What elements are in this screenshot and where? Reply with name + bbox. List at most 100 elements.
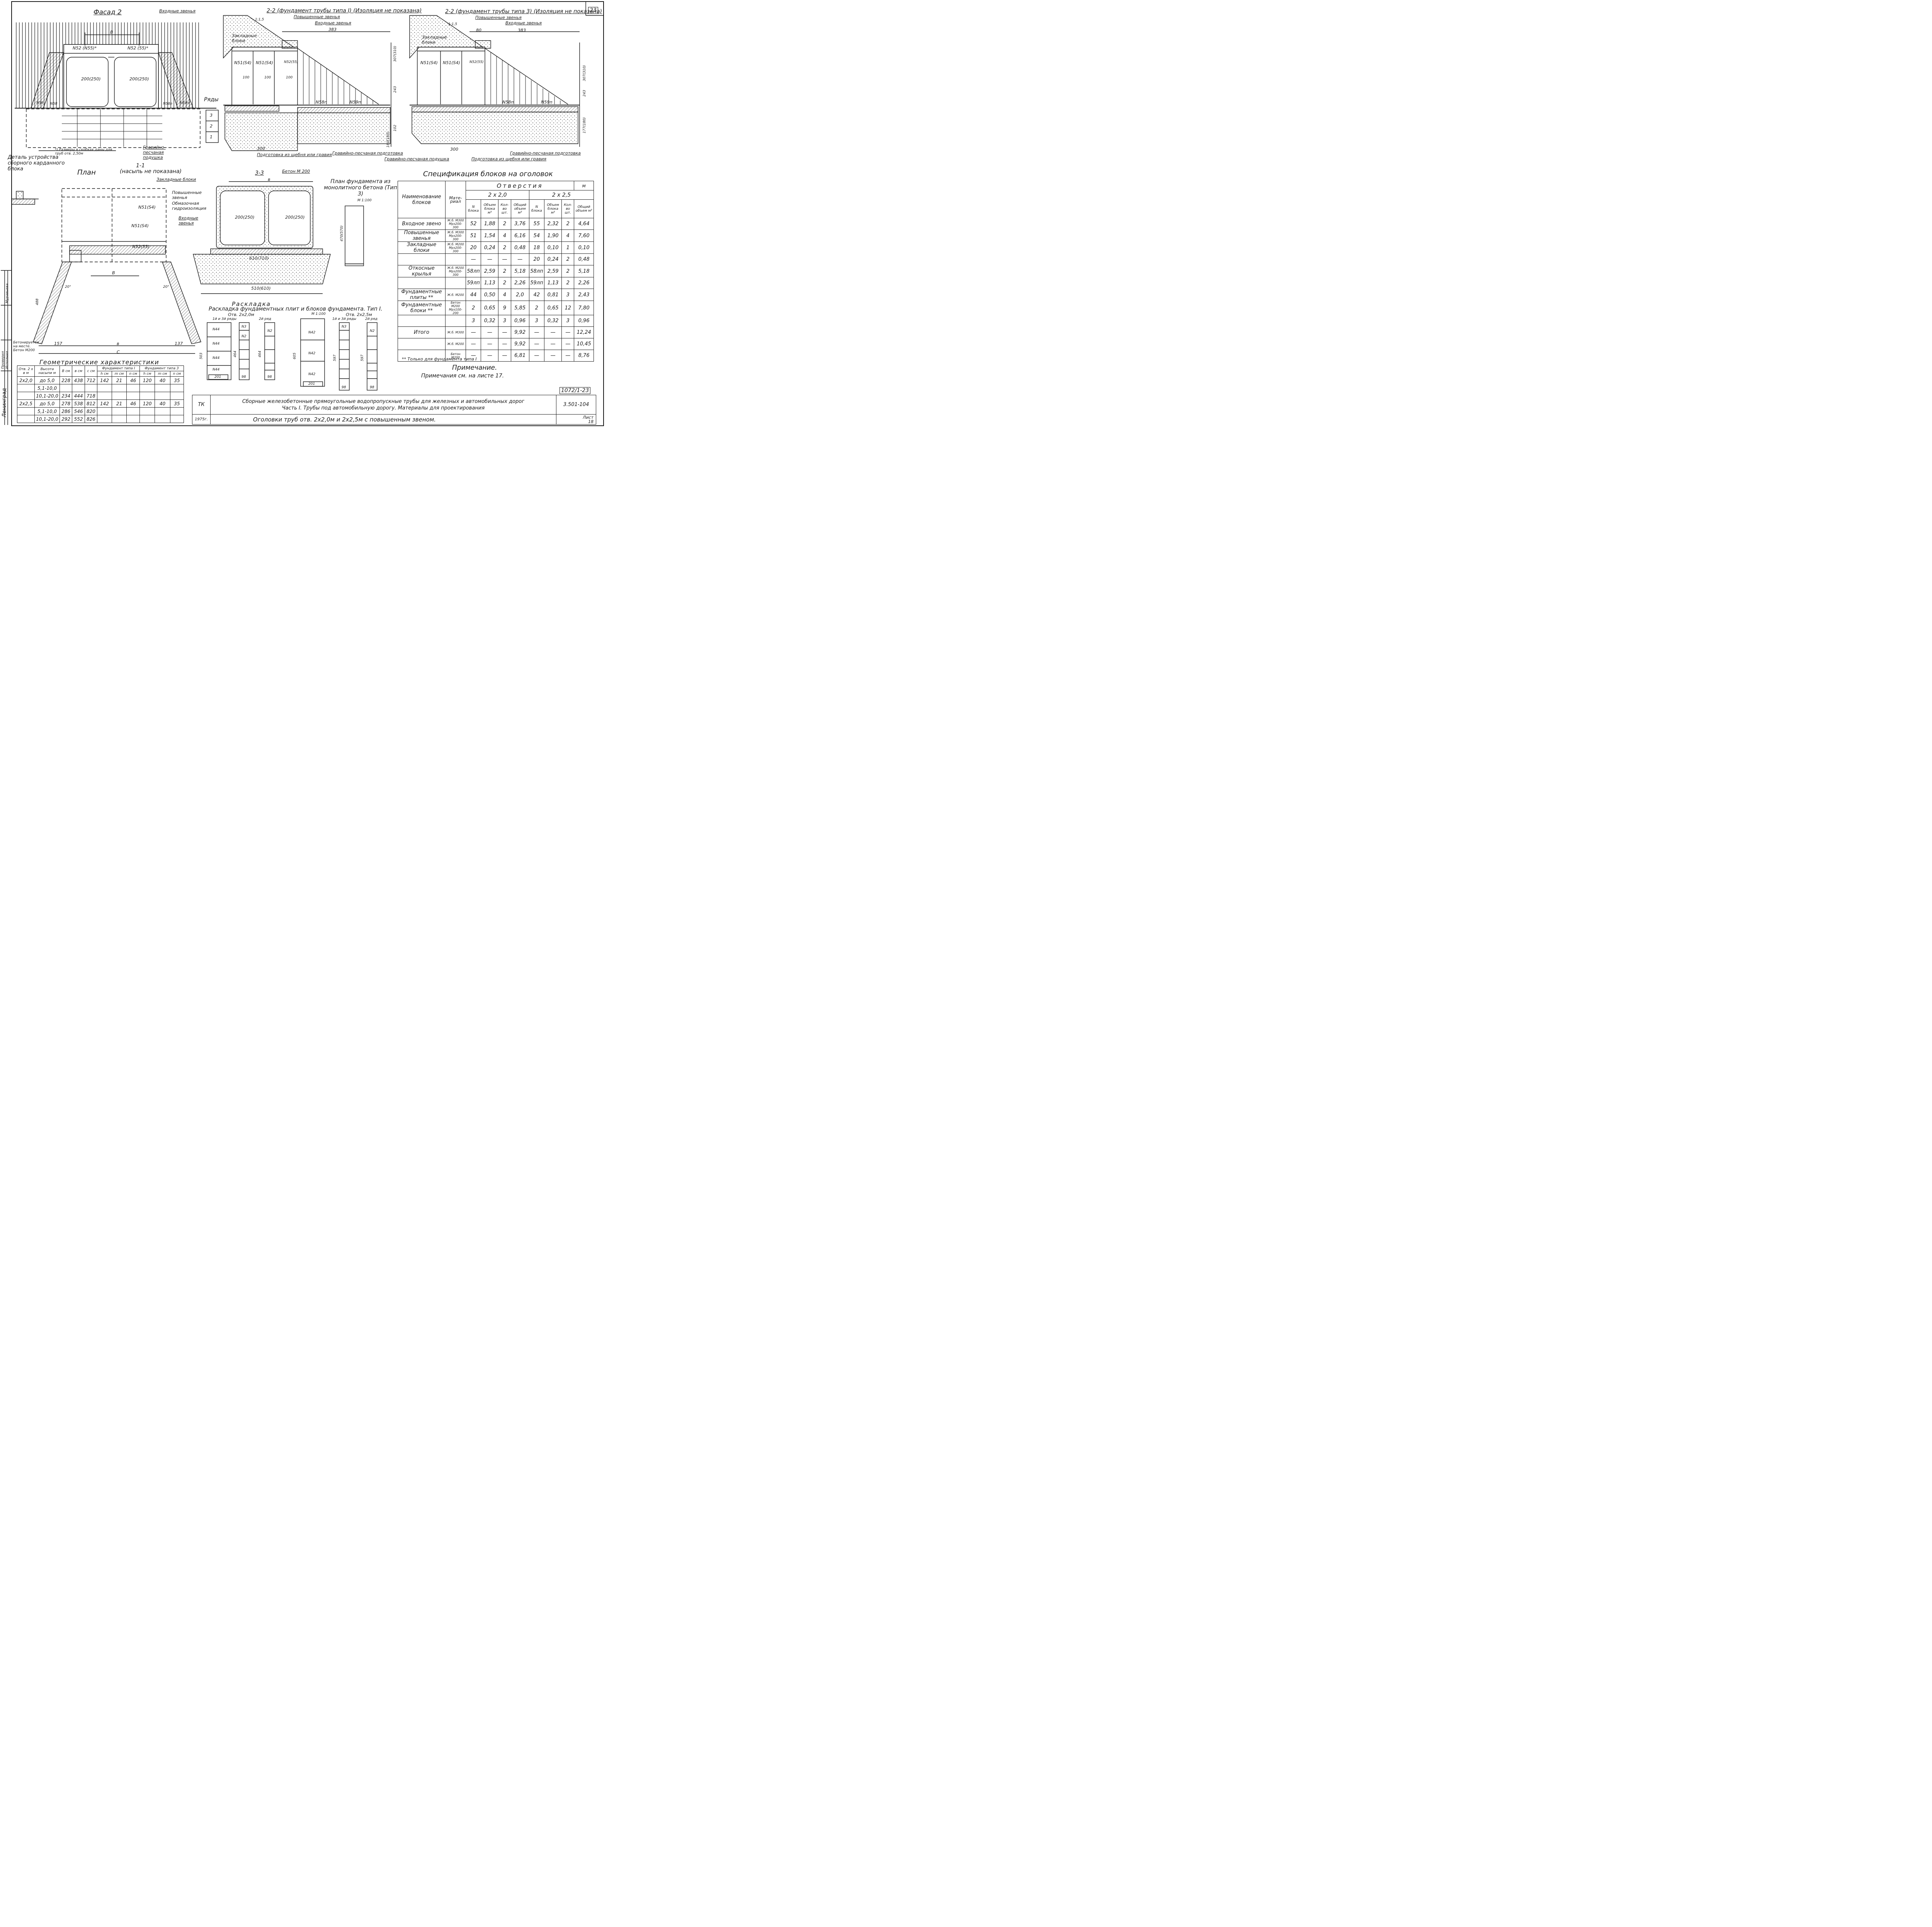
- row-3: 3: [210, 113, 213, 118]
- s3-slope: 1:1,5: [448, 22, 457, 26]
- geo-cell-h1: 142: [97, 399, 112, 408]
- note-text: Примечания см. на листе 17.: [421, 373, 504, 379]
- spec-cell-a: 2,59: [481, 265, 499, 277]
- geo-cell-b: [72, 384, 85, 392]
- layout-dim-98a: 98: [242, 375, 246, 379]
- spec-cell-b: 5,18: [574, 265, 594, 277]
- spec-cell-b: 2: [561, 253, 575, 265]
- spec-cell-name: Фундаментные плиты **: [398, 289, 446, 301]
- plate-layout-left: [207, 322, 275, 380]
- spec-cell-b: 10,45: [574, 338, 594, 350]
- geo-cell-b: 546: [72, 407, 85, 415]
- rows-label: Ряды: [204, 97, 219, 103]
- geo-cell-B: 286: [59, 407, 73, 415]
- geo-h-m1: m см: [111, 371, 127, 377]
- geo-cell-m3: [155, 392, 170, 400]
- spec-cell-material: Ж.б. М200: [445, 338, 466, 350]
- spec-cell-b: 1,13: [544, 277, 562, 289]
- spec-cell-a: —: [498, 326, 511, 338]
- geo-cell-m1: 21: [111, 376, 127, 384]
- spec-cell-a: 4: [498, 289, 511, 301]
- spec-h-opening-b: 2 x 2,5: [529, 190, 594, 200]
- row-2: 2: [210, 124, 213, 129]
- geo-cell-height: 10,1-20,0: [34, 415, 60, 423]
- section-3-3-title: 3-3: [255, 170, 264, 176]
- spec-table: Наименование блоков Мате-риал Отверстия …: [398, 181, 594, 362]
- spec-cell-b: 0,24: [544, 253, 562, 265]
- geo-cell-n1: [126, 407, 140, 415]
- layout-left-row2: 2й ряд: [259, 317, 271, 321]
- foundation-plan-title: План фундамента из монолитного бетона (Т…: [324, 178, 397, 197]
- spec-cell-a: 5,85: [510, 301, 529, 315]
- geo-cell-height: 5,1-10,0: [34, 407, 60, 415]
- s1-crushed-stone: Подготовка из щебня или гравия: [257, 152, 332, 157]
- spec-h-name: Наименование блоков: [398, 181, 446, 218]
- geo-cell-m3: [155, 384, 170, 392]
- s33-dim-610: 610(710): [249, 256, 269, 261]
- spec-cell-a: 9,92: [510, 338, 529, 350]
- title-sheet-no: 18: [588, 419, 594, 424]
- spec-cell-b: 12: [561, 301, 575, 315]
- s3-dim-243: 243: [583, 90, 587, 97]
- spec-cell-material: Ж.б. М200: [445, 289, 466, 301]
- geo-cell-m1: [111, 384, 127, 392]
- s3-n52: N52(55): [469, 60, 484, 64]
- plan-dim-488: 488: [36, 298, 39, 305]
- geo-cell-B: 292: [59, 415, 73, 423]
- section-2-2-type1-title: 2-2 (фундамент трубы типа I) (Изоляция н…: [267, 8, 422, 14]
- s3-crushed-stone: Подготовка из щебня или гравия: [471, 156, 546, 161]
- stamp-names: Муравьева: [5, 283, 9, 303]
- spec-cell-b: 2: [561, 265, 575, 277]
- s1-raised-links: Повышенные звенья: [294, 14, 340, 19]
- spec-cell-b: 1: [561, 241, 575, 254]
- row-1: 1: [210, 134, 213, 139]
- spec-cell-b: 18: [529, 241, 544, 254]
- s33-pipe-left: 200(250): [235, 215, 255, 220]
- layout-n42-2: N42: [308, 352, 316, 355]
- facade-n59p: N59п: [180, 101, 190, 105]
- spec-cell-name: Фундаментные блоки **: [398, 301, 446, 315]
- facade-pipe-left: 200(250): [81, 76, 101, 82]
- plan-dim-137: 137: [175, 341, 183, 346]
- spec-cell-name: Закладные блоки: [398, 241, 446, 254]
- spec-cell-a: 2: [498, 241, 511, 254]
- s3-embedded-blocks: Закладные блоки: [422, 35, 447, 45]
- spec-cell-b: 58лп: [529, 265, 544, 277]
- geo-cell-B: 228: [59, 376, 73, 384]
- s3-n59p: N59п: [541, 100, 553, 105]
- spec-cell-a: 0,32: [481, 315, 499, 327]
- geo-cell-height: до 5,0: [34, 399, 60, 408]
- layout-n2b: N2: [267, 329, 272, 333]
- layout-n44-4: N44: [213, 368, 220, 372]
- s33-dim-510: 510(610): [251, 286, 271, 291]
- stamp-checked: Проверил: [1, 351, 5, 369]
- geo-cell-n1: [126, 415, 140, 423]
- geo-cell-b: 538: [72, 399, 85, 408]
- geo-cell-B: 278: [59, 399, 73, 408]
- geo-cell-m1: [111, 407, 127, 415]
- s1-dim-100a: 100: [243, 76, 250, 80]
- geo-h-B: В см: [59, 365, 73, 377]
- foundation-dim-470: 470(570): [340, 225, 344, 241]
- layout-n44-3: N44: [213, 356, 220, 360]
- spec-cell-a: —: [510, 253, 529, 265]
- layout-dim-464a: 464: [233, 350, 237, 357]
- spec-h-vol-a: Объем блока м³: [481, 199, 499, 218]
- layout-dim-503: 503: [199, 352, 203, 359]
- s1-dim-100c: 100: [286, 76, 293, 80]
- s3-raised-links: Повышенные звенья: [475, 15, 522, 20]
- plan-embedded-blocks: Закладные блоки: [156, 177, 196, 182]
- spec-cell-name: [398, 350, 446, 362]
- spec-cell-material: Ж.б. М300 Мрз200-300: [445, 218, 466, 230]
- spec-footnote: ** Только для фундамента типа I: [402, 357, 477, 362]
- spec-h-n-b: N блока: [529, 199, 544, 218]
- title-line3: Оголовки труб отв. 2x2,0м и 2x2,5м с пов…: [210, 414, 557, 425]
- facade-entry-links: Входные звенья: [159, 8, 196, 14]
- geo-cell-h3: [139, 384, 155, 392]
- spec-cell-material: [445, 253, 466, 265]
- geo-cell-h1: [97, 384, 112, 392]
- geo-h-found1: Фундамент типа I: [97, 365, 140, 371]
